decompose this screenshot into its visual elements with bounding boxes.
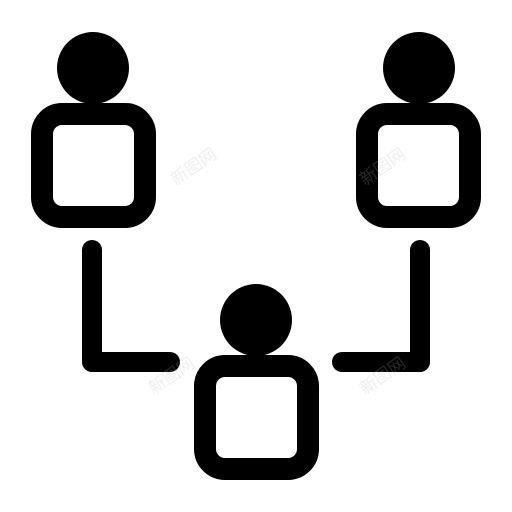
person-bottom-center-body — [194, 355, 319, 480]
connector-left — [82, 240, 180, 372]
person-top-right-icon — [356, 32, 481, 228]
person-bottom-center-icon — [194, 284, 319, 480]
person-top-left-head — [57, 32, 129, 104]
person-top-right-body — [356, 103, 481, 228]
connector-right — [332, 240, 430, 372]
person-top-left-icon — [31, 32, 156, 228]
person-top-left-body — [31, 103, 156, 228]
person-bottom-center-head — [220, 284, 292, 356]
person-top-right-head — [383, 32, 455, 104]
watermark-text: 新图网 — [167, 144, 220, 190]
